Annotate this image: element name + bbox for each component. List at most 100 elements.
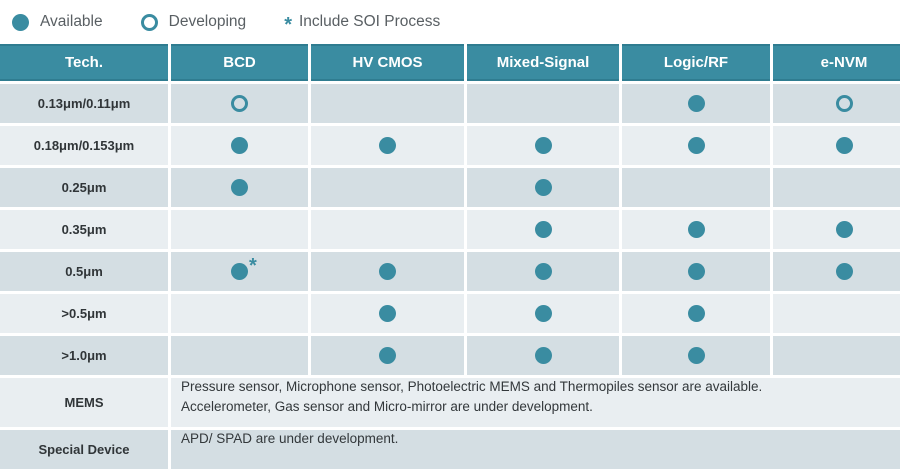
legend-available-label: Available — [40, 13, 103, 30]
legend: Available Developing * Include SOI Proce… — [0, 0, 900, 44]
status-cell — [467, 294, 619, 333]
developing-ring-icon — [231, 95, 248, 112]
status-cell — [773, 336, 900, 375]
note-text: APD/ SPAD are under development. — [171, 430, 900, 469]
available-dot-icon — [12, 13, 29, 31]
row-label: >0.5μm — [0, 294, 168, 333]
available-dot-icon — [379, 347, 396, 364]
column-header-hv-cmos: HV CMOS — [311, 44, 464, 81]
column-header-logic-rf: Logic/RF — [622, 44, 770, 81]
available-dot-icon — [534, 179, 552, 196]
column-header-bcd: BCD — [171, 44, 308, 81]
available-dot-icon — [687, 305, 705, 322]
note-line: APD/ SPAD are under development. — [181, 431, 399, 446]
developing-ring-icon — [835, 95, 853, 112]
status-cell — [171, 126, 308, 165]
dot-shape — [687, 95, 705, 112]
dot-shape — [687, 221, 705, 238]
note-text: Pressure sensor, Microphone sensor, Phot… — [171, 378, 900, 427]
available-dot-icon — [835, 221, 853, 238]
available-dot-icon — [534, 305, 552, 322]
row-label: Special Device — [0, 430, 168, 469]
status-cell — [311, 294, 464, 333]
legend-developing-label: Developing — [168, 13, 247, 30]
status-cell — [311, 126, 464, 165]
dot-shape — [687, 347, 705, 364]
dot-shape — [835, 263, 853, 280]
column-header-tech-: Tech. — [0, 44, 168, 81]
dot-shape — [379, 305, 396, 322]
available-dot-icon — [231, 179, 248, 196]
soi-star-icon: * — [249, 255, 257, 277]
soi-star-icon: * — [284, 14, 292, 36]
status-cell — [171, 336, 308, 375]
available-dot-icon — [687, 137, 705, 154]
legend-soi-label: Include SOI Process — [298, 13, 441, 30]
status-cell — [622, 84, 770, 123]
status-cell — [467, 336, 619, 375]
dot-shape — [379, 137, 396, 154]
dot-shape — [534, 179, 552, 196]
column-header-e-nvm: e-NVM — [773, 44, 900, 81]
legend-item-developing: Developing — [140, 13, 247, 31]
dot-shape — [534, 347, 552, 364]
available-dot-icon — [687, 347, 705, 364]
status-cell — [622, 336, 770, 375]
status-cell — [622, 126, 770, 165]
row-label: MEMS — [0, 378, 168, 427]
status-cell — [311, 210, 464, 249]
status-cell — [773, 252, 900, 291]
dot-shape — [231, 137, 248, 154]
status-cell — [773, 210, 900, 249]
available-dot-icon — [687, 95, 705, 112]
status-cell — [622, 210, 770, 249]
available-dot-icon — [687, 221, 705, 238]
status-cell — [773, 168, 900, 207]
row-label: 0.13μm/0.11μm — [0, 84, 168, 123]
dot-shape — [687, 137, 705, 154]
status-cell — [311, 84, 464, 123]
status-cell: * — [171, 252, 308, 291]
row-label: 0.18μm/0.153μm — [0, 126, 168, 165]
status-cell — [311, 336, 464, 375]
status-cell — [311, 168, 464, 207]
status-cell — [311, 252, 464, 291]
row-label: 0.35μm — [0, 210, 168, 249]
dot-shape — [534, 305, 552, 322]
note-line: Accelerometer, Gas sensor and Micro-mirr… — [181, 399, 593, 414]
status-cell — [467, 84, 619, 123]
developing-ring-icon — [140, 13, 158, 31]
available-dot-icon — [835, 263, 853, 280]
status-cell — [171, 84, 308, 123]
status-cell — [622, 168, 770, 207]
legend-item-soi: * Include SOI Process — [284, 13, 441, 36]
status-cell — [171, 168, 308, 207]
available-dot-icon — [379, 137, 396, 154]
dot-shape — [534, 137, 552, 154]
available-dot-icon — [534, 137, 552, 154]
row-label: 0.5μm — [0, 252, 168, 291]
status-cell — [622, 294, 770, 333]
dot-shape — [687, 305, 705, 322]
available-dot-icon — [835, 137, 853, 154]
status-cell — [467, 210, 619, 249]
available-dot-icon — [379, 305, 396, 322]
status-cell — [773, 126, 900, 165]
status-cell — [467, 168, 619, 207]
available-dot-icon: * — [231, 256, 257, 280]
status-cell — [171, 294, 308, 333]
row-label: >1.0μm — [0, 336, 168, 375]
available-dot-icon — [534, 347, 552, 364]
dot-shape — [835, 221, 853, 238]
status-cell — [773, 84, 900, 123]
available-dot-icon — [379, 263, 396, 280]
column-header-mixed-signal: Mixed-Signal — [467, 44, 619, 81]
dot-shape — [379, 263, 396, 280]
dot-shape — [231, 263, 248, 280]
dot-shape — [379, 347, 396, 364]
dot-shape — [534, 263, 552, 280]
status-cell — [171, 210, 308, 249]
dot-shape — [534, 221, 552, 238]
row-label: 0.25μm — [0, 168, 168, 207]
